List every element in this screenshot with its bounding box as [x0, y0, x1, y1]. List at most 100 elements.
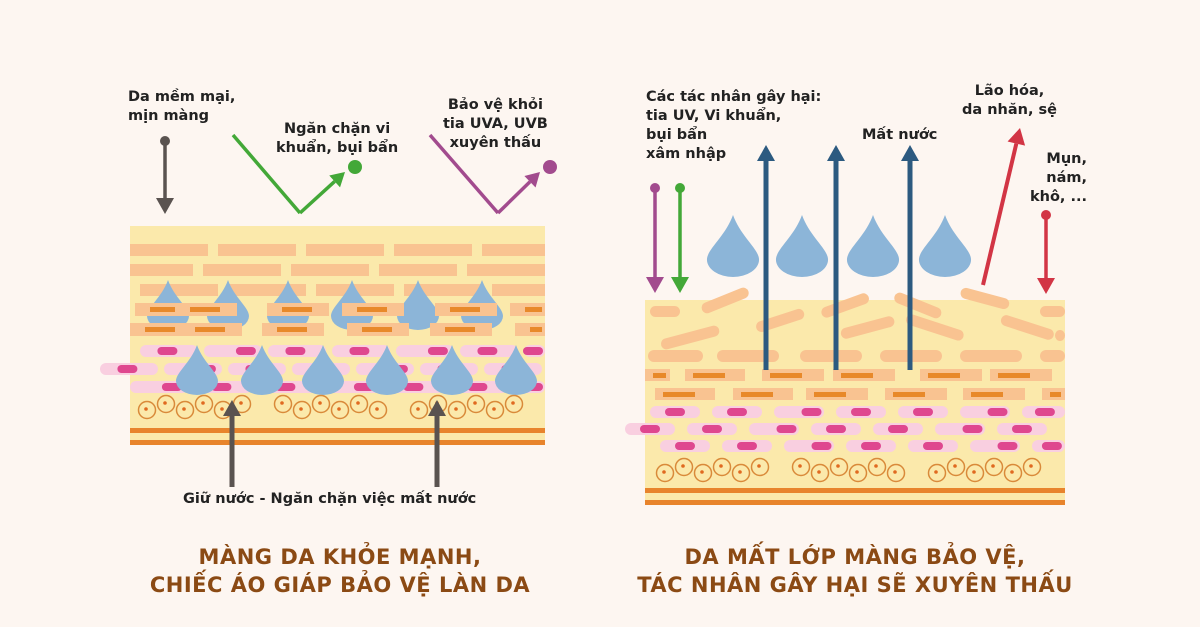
left-fat-cell — [156, 394, 176, 414]
right-fat-cell — [750, 457, 770, 477]
right-nucleus — [997, 442, 1018, 450]
left-nucleus — [157, 347, 178, 355]
right-title-line2: TÁC NHÂN GÂY HẠI SẼ XUYÊN THẤU — [637, 573, 1073, 597]
right-brick-core — [693, 373, 725, 378]
left-fat-nucleus — [492, 407, 496, 411]
right-acne-arrow — [1037, 210, 1055, 294]
left-fat-nucleus — [163, 401, 167, 405]
right-broken-brick — [906, 314, 964, 341]
right-title-line1: DA MẤT LỚP MÀNG BẢO VỆ, — [684, 545, 1026, 569]
left-base-line — [130, 428, 545, 433]
right-fat-cell — [731, 463, 751, 483]
left-brick — [394, 244, 472, 256]
left-brick-core — [530, 327, 542, 332]
arrow-tail-dot — [160, 136, 170, 146]
left-nucleus — [477, 347, 498, 355]
left-brick — [467, 264, 545, 276]
label-acne: Mụn, nám, khô, ... — [1030, 151, 1088, 205]
right-fat-nucleus — [681, 464, 685, 468]
right-base-line — [645, 488, 1065, 493]
right-broken-brick — [650, 306, 680, 317]
left-brick-core — [450, 307, 480, 312]
right-brick — [648, 350, 703, 362]
right-fat-nucleus — [953, 464, 957, 468]
arrow-head — [223, 400, 241, 416]
right-fat-nucleus — [874, 464, 878, 468]
left-fat-nucleus — [280, 401, 284, 405]
left-fat-cell — [466, 394, 486, 414]
left-soft-skin-arrow — [156, 136, 174, 214]
right-brick-core — [971, 392, 1003, 397]
right-fat-cell — [674, 457, 694, 477]
right-broken-brick — [840, 316, 895, 339]
right-nucleus — [888, 425, 908, 433]
arrow-head — [524, 172, 540, 188]
right-nucleus — [913, 408, 933, 416]
left-brick-core — [195, 327, 225, 332]
right-fat-nucleus — [738, 470, 742, 474]
left-fat-cell — [368, 400, 388, 420]
right-nucleus — [640, 425, 660, 433]
left-fat-cell — [349, 394, 369, 414]
right-nucleus — [826, 425, 846, 433]
left-bacteria-deflect-arrow — [231, 133, 362, 215]
right-water-drop — [846, 215, 900, 278]
right-nucleus — [1041, 442, 1062, 450]
right-brick-core — [770, 373, 802, 378]
arrow-end-dot — [543, 160, 557, 174]
left-title-line1: MÀNG DA KHỎE MẠNH, — [198, 545, 482, 569]
right-nucleus — [776, 425, 797, 433]
right-fat-cell — [848, 463, 868, 483]
right-aging-arrow — [981, 128, 1026, 286]
right-fat-cell — [791, 457, 811, 477]
right-brick-core — [998, 373, 1030, 378]
left-brick — [203, 264, 281, 276]
right-water-drop — [918, 215, 972, 278]
right-fat-cell — [965, 463, 985, 483]
right-brick — [800, 350, 862, 362]
left-base-line — [130, 440, 545, 445]
right-fat-nucleus — [836, 464, 840, 468]
right-water-drop — [775, 215, 829, 277]
left-fat-nucleus — [239, 401, 243, 405]
left-fat-cell — [311, 394, 331, 414]
right-broken-brick — [894, 292, 942, 319]
right-brick — [717, 350, 779, 362]
right-broken-brick — [1040, 306, 1065, 317]
right-broken-brick — [1000, 315, 1054, 340]
left-fat-cell — [409, 400, 429, 420]
left-nucleus — [117, 365, 138, 373]
arrow-head — [671, 277, 689, 293]
right-fat-cell — [886, 463, 906, 483]
arrow-head — [901, 145, 919, 161]
right-fat-cell — [867, 457, 887, 477]
left-uv-deflect-arrow — [428, 133, 557, 215]
left-nucleus — [427, 347, 448, 355]
arrow-segment — [298, 180, 336, 215]
left-brick — [379, 264, 457, 276]
right-fat-nucleus — [1010, 470, 1014, 474]
left-fat-nucleus — [182, 407, 186, 411]
arrow-head — [757, 145, 775, 161]
left-fat-nucleus — [511, 401, 515, 405]
left-nucleus — [403, 383, 424, 391]
left-brick — [140, 284, 218, 296]
right-fat-nucleus — [798, 464, 802, 468]
left-water-cell — [302, 345, 344, 395]
right-fat-nucleus — [893, 470, 897, 474]
left-fat-cell — [273, 394, 293, 414]
left-fat-nucleus — [416, 407, 420, 411]
left-fat-nucleus — [318, 401, 322, 405]
right-fat-cell — [810, 463, 830, 483]
left-fat-cell — [447, 400, 467, 420]
right-brick-core — [928, 373, 960, 378]
left-nucleus — [349, 347, 370, 355]
left-fat-nucleus — [337, 407, 341, 411]
right-fat-cell — [1003, 463, 1023, 483]
left-brick-core — [445, 327, 475, 332]
left-fat-nucleus — [299, 407, 303, 411]
left-fat-nucleus — [201, 401, 205, 405]
left-fat-cell — [330, 400, 350, 420]
